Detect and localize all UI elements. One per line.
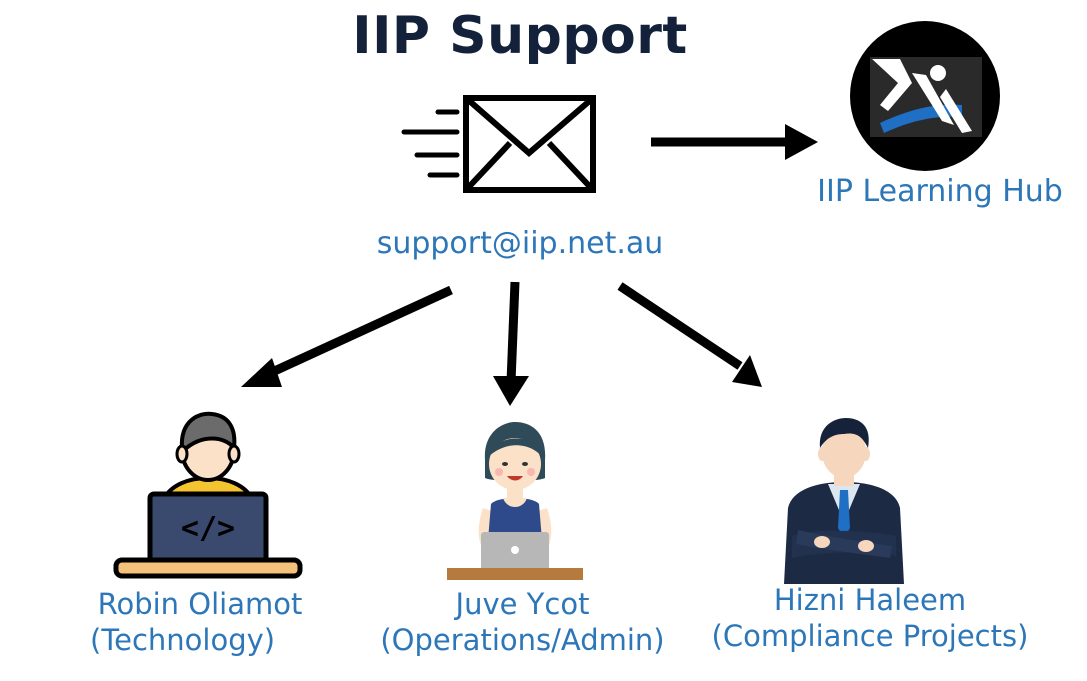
hub-label[interactable]: IIP Learning Hub xyxy=(817,174,1063,209)
envelope-icon xyxy=(401,95,596,193)
person-name: Hizni Haleem xyxy=(773,583,967,617)
iip-logo-icon[interactable] xyxy=(850,21,1000,171)
person-role: (Operations/Admin) xyxy=(380,623,665,657)
person-hizni: Hizni Haleem (Compliance Projects) xyxy=(690,582,1050,654)
arrow-to-hizni xyxy=(617,282,762,387)
businessman-icon xyxy=(784,418,904,584)
person-name: Robin Oliamot xyxy=(97,587,303,621)
arrow-to-robin xyxy=(241,285,453,387)
arrow-to-hub xyxy=(651,124,818,160)
person-role: (Compliance Projects) xyxy=(711,619,1029,653)
svg-text:</>: </> xyxy=(181,511,235,546)
person-name: Juve Ycot xyxy=(455,587,590,621)
woman-laptop-icon xyxy=(447,422,583,580)
developer-laptop-icon: </> xyxy=(113,411,303,579)
support-email[interactable]: support@iip.net.au xyxy=(376,226,664,261)
person-robin: Robin Oliamot (Technology) xyxy=(60,586,340,658)
person-juve: Juve Ycot (Operations/Admin) xyxy=(345,586,700,658)
person-role: (Technology) xyxy=(90,623,276,657)
diagram-title: IIP Support xyxy=(352,6,688,66)
arrow-to-juve xyxy=(493,281,529,406)
